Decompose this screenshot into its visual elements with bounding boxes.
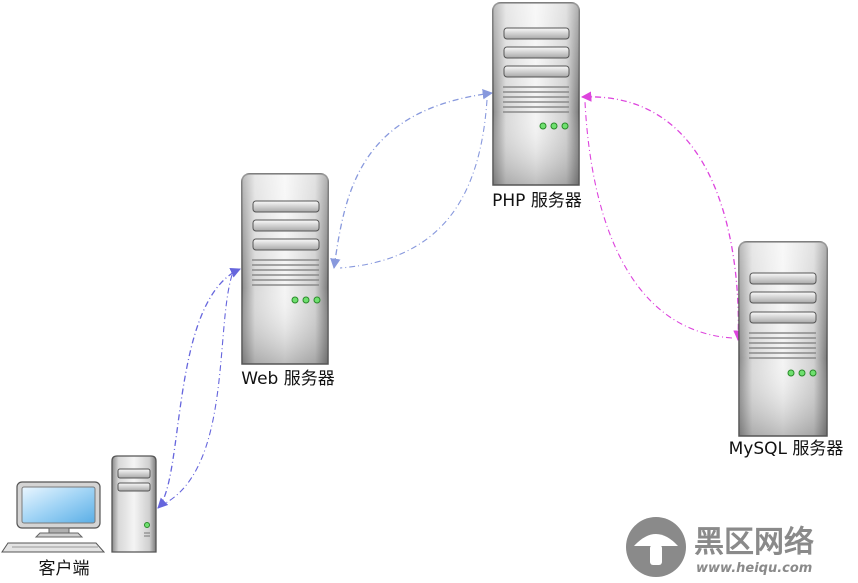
connector-client-web bbox=[157, 268, 241, 509]
php-server-label: PHP 服务器 bbox=[492, 191, 582, 211]
connector-php-mysql bbox=[580, 91, 744, 342]
web-server-label: Web 服务器 bbox=[241, 369, 334, 389]
connector-mysql-php-return bbox=[584, 101, 733, 339]
connector-web-php bbox=[330, 89, 494, 270]
web-server-icon bbox=[241, 173, 329, 365]
mushroom-logo-icon bbox=[626, 517, 686, 577]
client-tower-icon bbox=[111, 455, 157, 553]
mysql-server-label: MySQL 服务器 bbox=[729, 439, 844, 459]
php-server-icon bbox=[492, 2, 580, 186]
watermark-title: 黑区网络 bbox=[694, 525, 814, 560]
client-monitor-icon bbox=[1, 481, 106, 553]
connector-php-web-return bbox=[339, 99, 488, 269]
connector-web-client-return bbox=[161, 274, 233, 506]
client-label: 客户端 bbox=[39, 559, 90, 579]
watermark-logo: 黑区网络 www.heiqu.com bbox=[626, 517, 814, 577]
watermark-url: www.heiqu.com bbox=[696, 561, 812, 576]
mysql-server-icon bbox=[738, 241, 828, 437]
